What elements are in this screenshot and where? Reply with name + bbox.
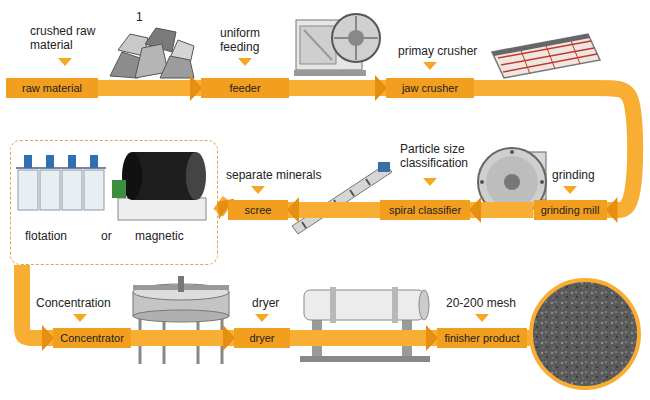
annotation-label: Particle size classification [400, 142, 486, 170]
rotary-dryer-part [330, 287, 336, 323]
jaw-crusher-part [348, 30, 364, 46]
magnetic-separator [112, 152, 206, 220]
process-step: feeder [201, 78, 289, 98]
jaw-crusher-part [300, 26, 336, 64]
magnetic-separator-part [186, 152, 206, 200]
thickener-tank-part [133, 310, 229, 322]
step-text: finisher product [443, 331, 521, 345]
flotation-cells-part [18, 170, 38, 210]
vibrating-screen-part [545, 43, 555, 69]
flow-band [98, 80, 201, 96]
crushed-rock-pile [110, 28, 194, 78]
spiral-classifier-part [302, 222, 306, 228]
grinding-mill-part [486, 156, 538, 208]
flotation-cells-part [40, 170, 60, 210]
jaw-crusher-part [304, 30, 332, 60]
rotary-dryer-part [419, 290, 429, 320]
process-step: Concentrator [53, 328, 131, 348]
pointer-marks-part [423, 178, 437, 186]
step-text: raw material [12, 81, 92, 95]
spiral-classifier-part [350, 190, 354, 196]
process-step: jaw crusher [386, 78, 474, 98]
pointer-marks [58, 58, 577, 322]
crushed-rock-pile-part [160, 56, 194, 78]
rotary-dryer-part [300, 356, 430, 362]
pointer-marks-part [251, 186, 265, 194]
process-step: spiral classifier [380, 200, 470, 220]
pointer-marks-part [73, 314, 87, 322]
step-text: Concentrator [59, 331, 125, 345]
magnetic-separator-part [118, 198, 206, 220]
flow-band [218, 203, 228, 211]
pointer-marks-part [475, 314, 489, 322]
flotation-cells-part [68, 155, 76, 168]
pointer-marks-part [255, 314, 269, 322]
separation-group: flotation or magnetic [10, 140, 218, 265]
vibrating-screen-part [492, 34, 590, 56]
vibrating-screen [492, 34, 600, 78]
annotation-label: separate minerals [226, 168, 321, 182]
flow-band [470, 202, 534, 218]
pointer-marks-part [423, 62, 437, 70]
annotation-label: 1 [136, 10, 143, 24]
jaw-crusher-part [294, 70, 366, 76]
flow-band [290, 330, 437, 346]
process-step: dryer [234, 328, 290, 348]
process-step: raw material [6, 78, 98, 98]
annotation-label: primay crusher [398, 44, 477, 58]
annotation-label: uniform feeding [220, 26, 275, 54]
rotary-dryer-part [392, 287, 398, 323]
pointer-marks-part [238, 58, 252, 66]
magnetic-separator-part [112, 180, 126, 198]
annotation-label: Concentration [36, 296, 111, 310]
flotation-cells [16, 155, 106, 210]
rotary-dryer [300, 287, 430, 362]
pointer-marks-part [58, 58, 72, 66]
step-text: grinding mill [540, 203, 601, 217]
flow-band [474, 88, 635, 210]
grinding-mill-part [540, 180, 544, 184]
annotation-label: dryer [252, 296, 279, 310]
annotation-label: crushed raw material [30, 24, 100, 52]
jaw-crusher-part [332, 14, 380, 62]
step-text: jaw crusher [392, 81, 468, 95]
process-step: scree [228, 200, 288, 220]
vibrating-screen-part [570, 38, 580, 64]
vibrating-screen-part [492, 34, 600, 78]
grinding-mill-part [480, 180, 484, 184]
thickener-tank [133, 276, 229, 364]
flotation-cells-part [62, 170, 82, 210]
step-text: feeder [207, 81, 283, 95]
flotation-cells-part [46, 155, 54, 168]
flotation-cells-part [90, 155, 98, 168]
process-step: grinding mill [534, 200, 607, 220]
spiral-classifier-part [366, 179, 370, 185]
flow-band [288, 202, 380, 218]
thickener-tank-part [178, 276, 184, 292]
grinding-mill-part [504, 174, 520, 190]
product-powder [520, 280, 639, 388]
vibrating-screen-part [520, 48, 530, 74]
flow-band [131, 330, 234, 346]
step-text: magnetic [135, 229, 184, 243]
step-text: or [101, 229, 112, 243]
step-text: spiral classifier [386, 203, 464, 217]
step-text: dryer [240, 331, 284, 345]
flotation-cells-part [24, 155, 32, 168]
jaw-crusher [294, 14, 380, 76]
process-step: finisher product [437, 328, 527, 348]
annotation-label: grinding [552, 168, 595, 182]
annotation-label: 20-200 mesh [446, 296, 516, 310]
pointer-marks-part [563, 186, 577, 194]
grinding-mill-part [510, 150, 514, 154]
spiral-classifier-part [378, 162, 390, 172]
product-powder-part [531, 280, 639, 388]
step-text: scree [234, 203, 282, 217]
flow-band [289, 80, 386, 96]
flotation-cells-part [84, 170, 104, 210]
rotary-dryer-part [304, 290, 424, 320]
step-text: flotation [25, 229, 67, 243]
